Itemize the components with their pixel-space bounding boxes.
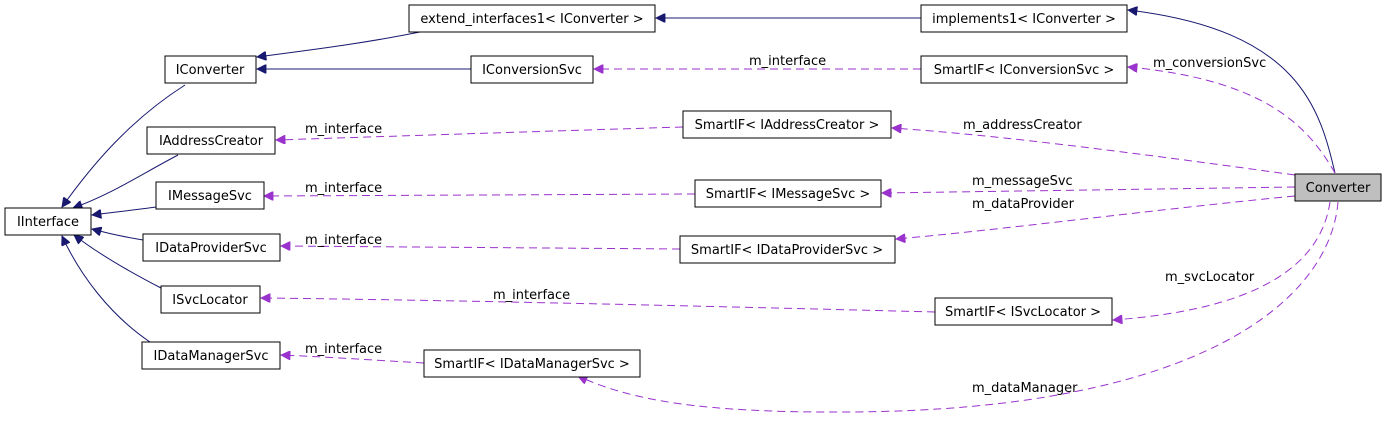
node-label: IConversionSvc (482, 63, 582, 78)
inheritance-edges (62, 10, 1336, 343)
node-label: IMessageSvc (168, 189, 252, 204)
edge-smartif-messagesvc-to-imessagesvc (264, 194, 696, 196)
edge-idatamanagersvc-to-iinterface (62, 236, 151, 343)
edge-iaddresscreator-to-iinterface (73, 154, 179, 208)
node-label: SmartIF< IMessageSvc > (706, 187, 871, 202)
edge-converter-to-smartif-conversionsvc (1128, 67, 1336, 174)
node-label: extend_interfaces1< IConverter > (420, 12, 643, 27)
usage-edges (261, 67, 1339, 413)
edge-converter-to-smartif-addresscreator (892, 128, 1296, 176)
node-imessagesvc[interactable]: IMessageSvc (155, 181, 265, 210)
node-iinterface[interactable]: IInterface (4, 207, 92, 236)
node-idataprovidersvc[interactable]: IDataProviderSvc (142, 233, 281, 262)
edge-label-m-interface: m_interface (749, 54, 826, 69)
node-label: SmartIF< IConversionSvc > (934, 63, 1115, 78)
edge-label-m-interface: m_interface (305, 122, 382, 137)
node-label: SmartIF< IDataProviderSvc > (691, 243, 883, 258)
edge-smartif-datamanagersvc-to-idatamanagersvc (281, 355, 425, 364)
node-label: IInterface (17, 215, 79, 230)
edge-label-m-addresscreator: m_addressCreator (963, 118, 1082, 133)
nodes: Converter IInterface IConverter IAddress… (4, 4, 1382, 378)
node-label: ISvcLocator (172, 293, 248, 308)
node-smartif-iconversionsvc[interactable]: SmartIF< IConversionSvc > (920, 55, 1128, 84)
edge-label-m-conversionsvc: m_conversionSvc (1153, 56, 1266, 71)
edge-converter-to-smartif-dataprovidersvc (896, 195, 1296, 239)
node-smartif-idatamanagersvc[interactable]: SmartIF< IDataManagerSvc > (423, 349, 641, 378)
edge-extend-to-iconverter (257, 31, 421, 57)
node-label: IConverter (176, 63, 245, 78)
node-label: Converter (1306, 181, 1371, 196)
node-label: implements1< IConverter > (932, 12, 1116, 27)
edge-iconverter-to-iinterface (62, 84, 186, 207)
edge-converter-to-implements (1128, 10, 1336, 174)
edge-label-m-datamanager: m_dataManager (972, 381, 1078, 396)
edge-converter-to-smartif-svclocator (1113, 201, 1331, 320)
node-isvclocator[interactable]: ISvcLocator (160, 285, 261, 314)
edge-isvclocator-to-iinterface (74, 235, 162, 289)
edge-converter-to-smartif-messagesvc (882, 186, 1296, 193)
node-label: SmartIF< IAddressCreator > (695, 118, 880, 133)
node-extend-interfaces1[interactable]: extend_interfaces1< IConverter > (408, 4, 656, 33)
edge-smartif-addresscreator-to-iaddresscreator (276, 126, 684, 140)
node-label: SmartIF< ISvcLocator > (945, 305, 1101, 320)
node-smartif-imessagesvc[interactable]: SmartIF< IMessageSvc > (694, 179, 882, 208)
node-idatamanagersvc[interactable]: IDataManagerSvc (141, 341, 281, 370)
node-label: IDataManagerSvc (154, 349, 269, 364)
node-iconversionsvc[interactable]: IConversionSvc (470, 55, 594, 84)
edge-converter-to-smartif-datamanagersvc (578, 201, 1339, 413)
node-smartif-idataprovidersvc[interactable]: SmartIF< IDataProviderSvc > (679, 235, 896, 264)
edge-label-m-interface: m_interface (493, 288, 570, 303)
edge-label-m-interface: m_interface (305, 342, 382, 357)
edge-smartif-svclocator-to-isvclocator (261, 298, 936, 313)
node-label: IDataProviderSvc (155, 241, 267, 256)
node-label: SmartIF< IDataManagerSvc > (434, 357, 630, 372)
node-iconverter[interactable]: IConverter (164, 55, 257, 84)
node-implements1[interactable]: implements1< IConverter > (920, 4, 1128, 33)
edge-label-m-interface: m_interface (305, 181, 382, 196)
edge-label-m-dataprovider: m_dataProvider (972, 197, 1075, 212)
edge-label-m-svclocator: m_svcLocator (1165, 270, 1255, 285)
node-converter[interactable]: Converter (1294, 173, 1382, 202)
edge-imessagesvc-to-iinterface (92, 206, 157, 215)
edge-smartif-dataprovidersvc-to-idataprovidersvc (281, 246, 681, 249)
edge-idataprovidersvc-to-iinterface (92, 229, 144, 241)
edge-labels: m_interface m_interface m_interface m_in… (305, 54, 1266, 396)
edge-label-m-interface: m_interface (305, 233, 382, 248)
node-smartif-iaddresscreator[interactable]: SmartIF< IAddressCreator > (682, 110, 892, 139)
node-label: IAddressCreator (159, 134, 264, 149)
node-smartif-isvclocator[interactable]: SmartIF< ISvcLocator > (934, 297, 1113, 326)
node-iaddresscreator[interactable]: IAddressCreator (146, 126, 276, 155)
edge-label-m-messagesvc: m_messageSvc (972, 174, 1073, 189)
